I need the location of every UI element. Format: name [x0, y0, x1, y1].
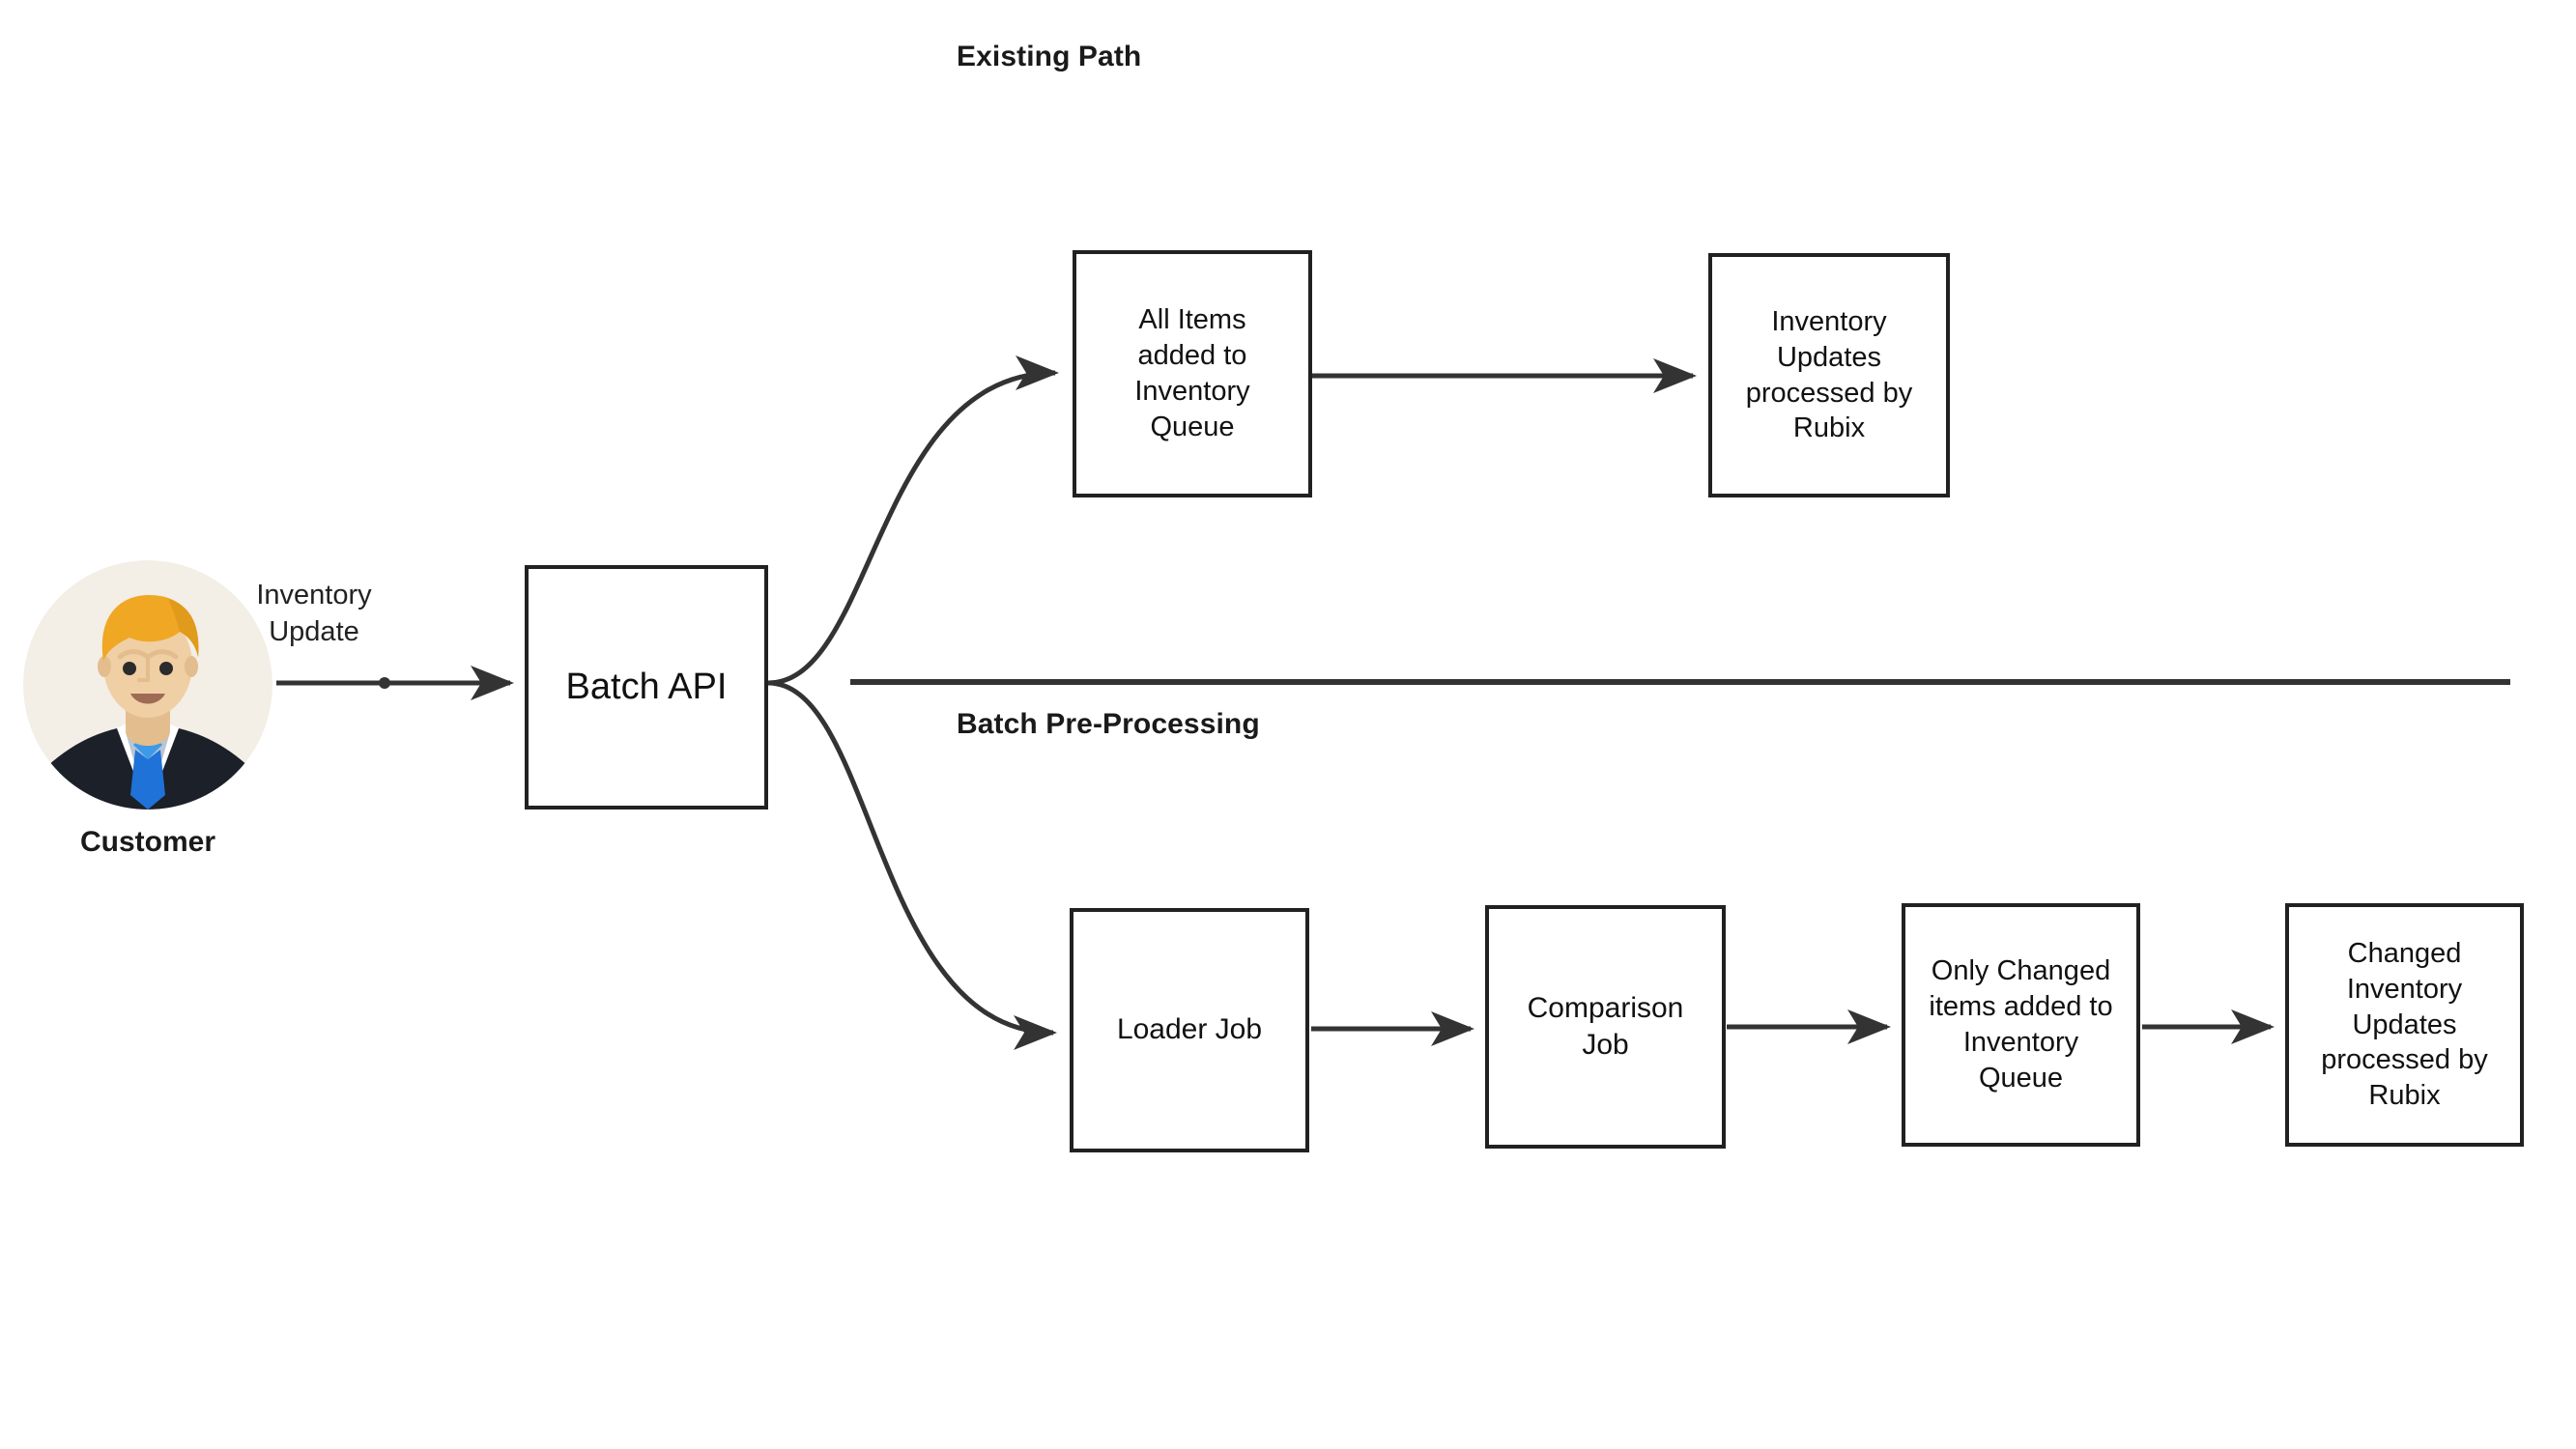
node-all-items-added-to-inventory-queue[interactable]: All Items added to Inventory Queue: [1073, 250, 1312, 497]
node-label: Loader Job: [1116, 1013, 1263, 1046]
section-title-batch-pre-processing: Batch Pre-Processing: [957, 708, 1260, 740]
batch-api-to-all-items-connector: [767, 355, 1059, 686]
node-label: All Items added to Inventory Queue: [1134, 304, 1250, 442]
node-label: Changed Inventory Updates processed by R…: [2321, 937, 2488, 1112]
customer-to-batch-api-connector: [276, 666, 514, 701]
businessman-avatar-icon: [23, 560, 272, 810]
inventory-update-label: Inventory Update: [256, 580, 372, 648]
node-label: Only Changed items added to Inventory Qu…: [1929, 955, 2113, 1094]
node-loader-job[interactable]: Loader Job: [1070, 908, 1309, 1152]
actor-label-customer: Customer: [79, 826, 216, 858]
node-changed-inventory-updates-processed-by-rubix[interactable]: Changed Inventory Updates processed by R…: [2285, 903, 2524, 1147]
node-inventory-updates-processed-by-rubix[interactable]: Inventory Updates processed by Rubix: [1708, 253, 1950, 497]
node-label: Inventory Updates processed by Rubix: [1745, 305, 1913, 444]
section-title-existing-path: Existing Path: [957, 41, 1142, 72]
node-batch-api[interactable]: Batch API: [525, 565, 768, 810]
node-label: Comparison Job: [1527, 991, 1684, 1061]
node-label: Batch API: [565, 667, 728, 708]
node-only-changed-items-added-to-inventory-queue[interactable]: Only Changed items added to Inventory Qu…: [1902, 903, 2140, 1147]
node-comparison-job[interactable]: Comparison Job: [1485, 905, 1726, 1149]
